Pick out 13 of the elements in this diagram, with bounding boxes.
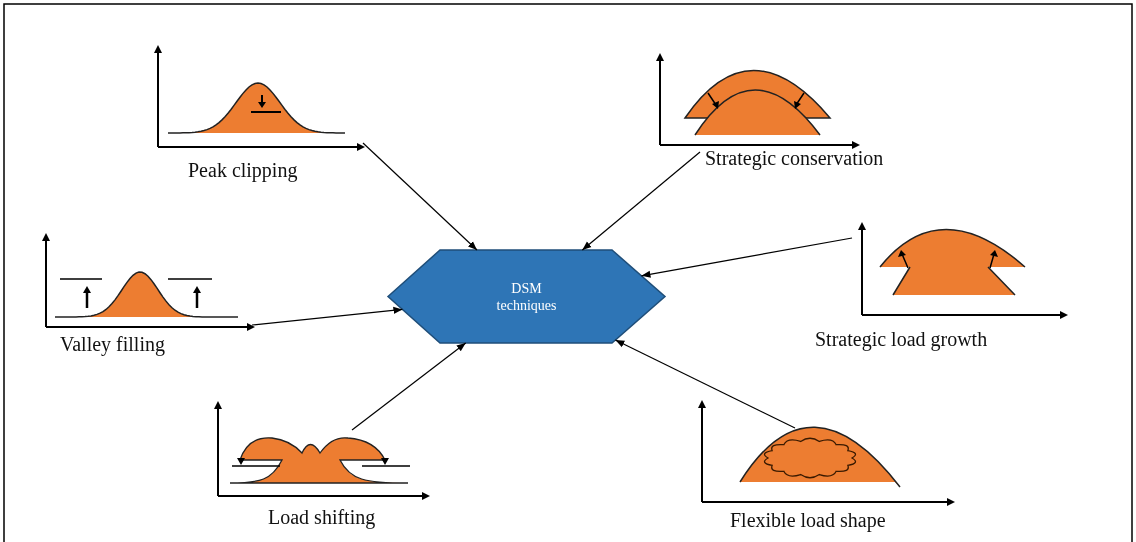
technique-label: Strategic load growth: [815, 328, 988, 350]
arrow: [640, 237, 853, 278]
technique-label: Valley filling: [60, 333, 165, 355]
arrow: [351, 342, 467, 431]
technique-label: Strategic conservation: [705, 147, 884, 169]
technique-label: Flexible load shape: [730, 509, 886, 531]
node-label: DSM techniques: [495, 279, 558, 314]
technique-label: Peak clipping: [188, 159, 298, 181]
technique-label: Load shifting: [268, 506, 376, 528]
arrow: [251, 306, 403, 326]
arrow: [581, 151, 701, 251]
arrow: [362, 142, 478, 251]
arrow: [614, 339, 796, 429]
